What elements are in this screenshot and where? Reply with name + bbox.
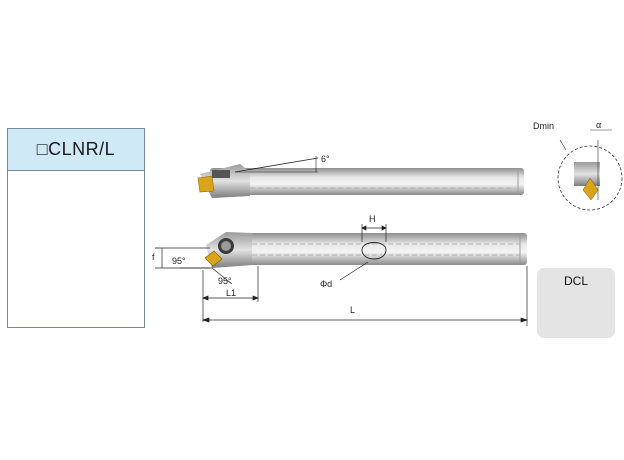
type-panel-title: □CLNR/L <box>8 129 144 171</box>
alpha-label: α <box>596 120 602 130</box>
h-label: H <box>369 214 376 224</box>
dmin-label: Dmin <box>533 121 555 131</box>
insert-type-box: DCL <box>537 268 615 338</box>
upper-bar <box>197 156 524 198</box>
main-bar <box>204 232 527 268</box>
angle-95-label-a: 95° <box>172 256 186 266</box>
f-label: f <box>152 252 155 262</box>
angle-95-label-b: 95° <box>218 276 232 286</box>
l1-label: L1 <box>226 288 237 298</box>
l-label: L <box>350 305 356 315</box>
type-panel: □CLNR/L <box>7 128 145 328</box>
dmin-detail <box>557 129 623 211</box>
dimension-lines <box>155 224 529 326</box>
phi-d-label: Φd <box>320 279 333 289</box>
angle-6-label: 6° <box>321 154 330 164</box>
insert-type-label: DCL <box>563 274 588 288</box>
